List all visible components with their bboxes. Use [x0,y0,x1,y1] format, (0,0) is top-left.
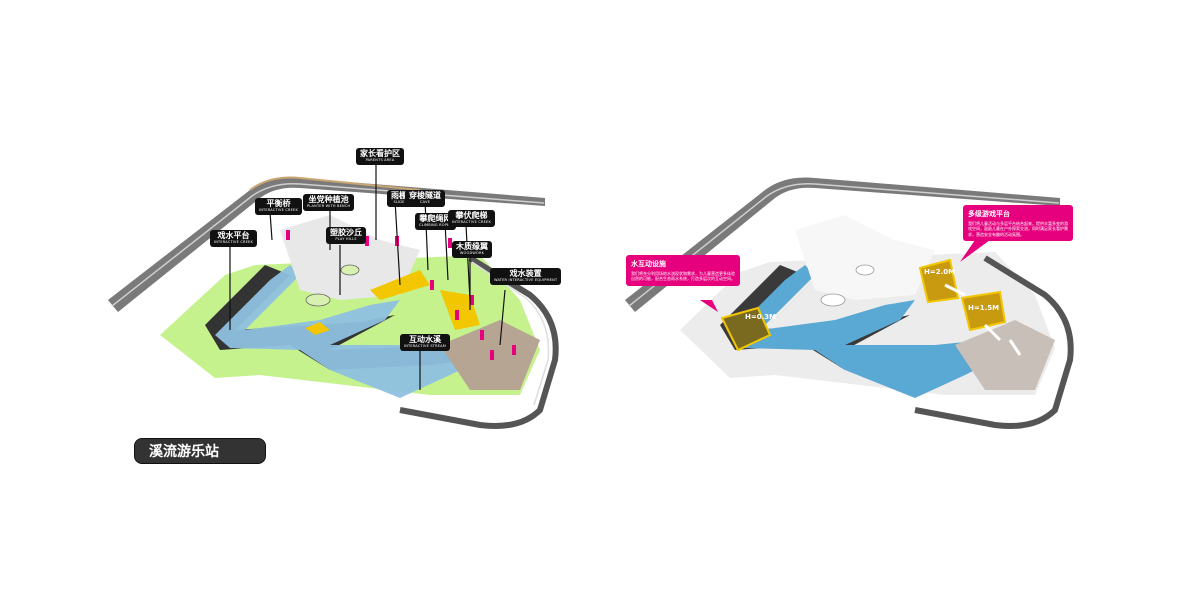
callout-water-facility: 水互动设施 我们将充分利用场地水流现状和需求，为儿童营造更多体验自然的可能，配合… [626,255,740,286]
platform-h03 [720,306,772,352]
left-site-plan [108,160,559,429]
left-plaza [280,215,420,300]
height-marker-0-3: H=0.3M [745,313,777,321]
callout-multilevel-platform: 多级游戏平台 我们将儿童活动与多层平台结合起来，提供丰富多变的游戏空间，鼓励儿童… [963,205,1073,242]
platform-h20 [918,258,960,304]
left-walkway [108,177,545,312]
left-outer-curb [399,255,559,429]
height-marker-2-0: H=2.0M [924,268,956,276]
right-walkway [625,177,1060,312]
right-water-stream [730,265,1005,398]
height-marker-1-5: H=1.5M [968,304,1000,312]
platform-h15 [960,290,1007,332]
diagram-title: 溪流游乐站 [134,438,266,464]
right-site-plan [625,177,1074,429]
left-water-stream [215,265,490,398]
